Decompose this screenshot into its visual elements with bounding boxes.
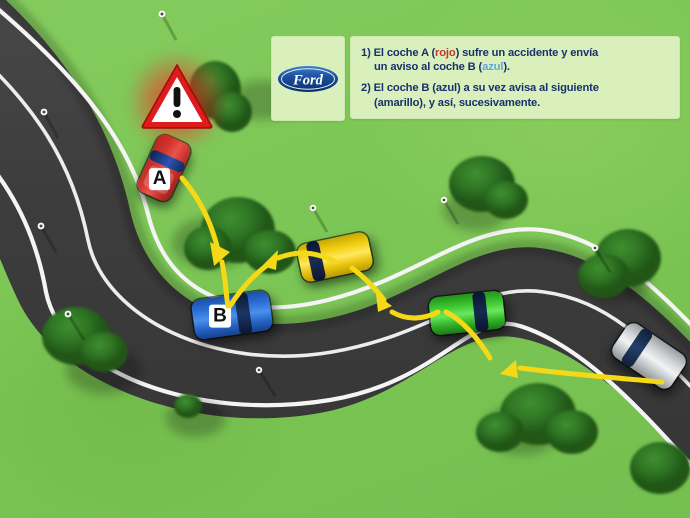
arrowhead-to-e bbox=[500, 360, 518, 378]
arrow-b-to-c-tail bbox=[275, 250, 339, 265]
arrow-a-to-b-tail bbox=[219, 259, 231, 309]
arrowhead-to-c bbox=[262, 250, 278, 270]
arrow-heads bbox=[210, 242, 518, 378]
ford-logo: Ford bbox=[278, 65, 338, 92]
arrow-c-to-d-tail bbox=[389, 309, 441, 321]
word-rojo: rojo bbox=[435, 47, 456, 59]
exclamation-dot bbox=[173, 110, 181, 118]
ford-logo-panel: Ford bbox=[271, 36, 345, 121]
step-2-line-2: (amarillo), y así, sucesivamente. bbox=[374, 96, 541, 109]
step-1-text-c: un aviso al coche B ( bbox=[374, 61, 483, 74]
step-1-line-2: un aviso al coche B (azul). bbox=[361, 60, 669, 74]
arrow-a-to-b-line bbox=[179, 175, 221, 253]
info-text-panel: 1) El coche A (rojo) sufre un accidente … bbox=[350, 36, 680, 119]
road-reflector-posts bbox=[37, 10, 612, 397]
info-panels: Ford 1) El coche A (rojo) sufre un accid… bbox=[271, 36, 680, 121]
ford-wordmark: Ford bbox=[292, 72, 324, 88]
step-1-number: 1) bbox=[361, 47, 371, 59]
arrow-d-to-e-line bbox=[443, 309, 493, 361]
step-1-text-d: ). bbox=[503, 61, 510, 74]
arrow-b-to-c-line bbox=[227, 263, 269, 309]
paragraph-gap bbox=[361, 74, 669, 81]
step-1-text-a: El coche A ( bbox=[373, 47, 436, 59]
step-2-line-1: 2) El coche B (azul) a su vez avisa al s… bbox=[361, 81, 669, 95]
road-surface bbox=[0, 0, 690, 461]
exclamation-bar bbox=[173, 87, 181, 107]
road-line-inner bbox=[0, 174, 690, 468]
ford-oval-ring bbox=[281, 67, 335, 90]
step-1-line-1: 1) El coche A (rojo) sufre un accidente … bbox=[361, 46, 669, 60]
arrowhead-to-d bbox=[376, 294, 392, 312]
arrow-c-to-d-line bbox=[349, 265, 387, 303]
road-line-outer bbox=[0, 7, 690, 327]
road-line-center bbox=[0, 73, 690, 389]
word-azul: azul bbox=[482, 61, 504, 74]
warning-triangle-icon bbox=[124, 48, 230, 146]
road-edge-shadow bbox=[0, 0, 690, 354]
step-1-text-b: ) sufre un accidente y envía bbox=[455, 47, 599, 59]
arrow-d-to-e-tail bbox=[517, 365, 665, 385]
step-2-number: 2) bbox=[361, 82, 371, 95]
arrowhead-to-b bbox=[210, 242, 230, 266]
ford-oval bbox=[278, 65, 338, 92]
step-2-text-a: El coche B (azul) a su vez avisa al sigu… bbox=[373, 82, 599, 95]
